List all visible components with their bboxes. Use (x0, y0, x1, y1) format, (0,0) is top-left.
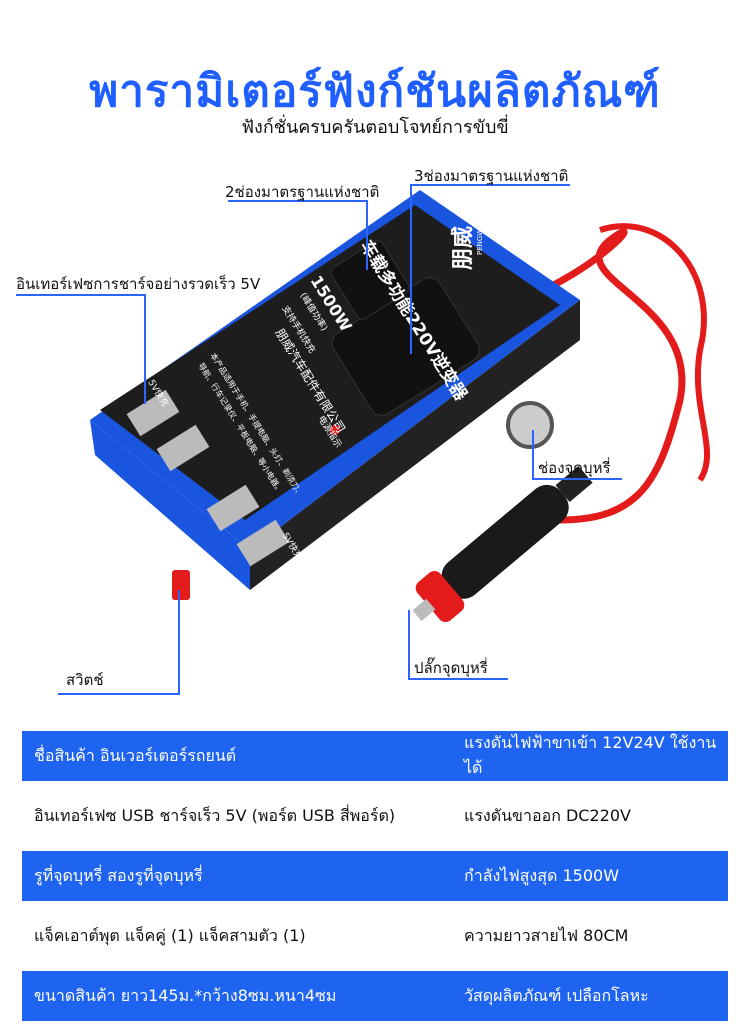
spec-row: ชื่อสินค้า อินเวอร์เตอร์รถยนต์ แรงดันไฟฟ… (22, 731, 728, 781)
callout-usb: อินเทอร์เฟซการชาร์จอย่างรวดเร็ว 5V (16, 275, 261, 293)
callout-switch: สวิตช์ (66, 671, 104, 689)
callout-line-switch (178, 590, 180, 695)
spec-right: แรงดันขาออก DC220V (464, 805, 631, 825)
spec-row: รูที่จุดบุหรี่ สองรูที่จุดบุหรี่ กำลังไฟ… (22, 851, 728, 901)
spec-row: แจ็คเอาต์พุต แจ็คคู่ (1) แจ็คสามตัว (1) … (22, 911, 728, 961)
callout-lighter-socket: ช่องจุดบุหรี่ (538, 459, 611, 477)
usb-port-2 (156, 424, 210, 472)
power-switch (172, 570, 190, 600)
spec-left: ชื่อสินค้า อินเวอร์เตอร์รถยนต์ (34, 745, 237, 765)
spec-right: วัสดุผลิตภัณฑ์ เปลือกโลหะ (464, 985, 649, 1005)
spec-left: แจ็คเอาต์พุต แจ็คคู่ (1) แจ็คสามตัว (1) (34, 925, 306, 945)
brand-en: PENGWEI (476, 222, 484, 255)
brand-cn: 朋威 (450, 226, 476, 270)
spec-left: ขนาดสินค้า ยาว145ม.*กว้าง8ซม.หนา4ซม (34, 985, 337, 1005)
power-indicator-led (330, 425, 340, 435)
usb-port-3 (206, 484, 260, 532)
callout-line-sockets2 (228, 200, 368, 202)
spec-table: ชื่อสินค้า อินเวอร์เตอร์รถยนต์ แรงดันไฟฟ… (22, 731, 728, 1031)
callout-lighter-plug: ปลั๊กจุดบุหรี่ (414, 659, 488, 677)
callout-line-lighter-plug (408, 610, 410, 680)
spec-row: ขนาดสินค้า ยาว145ม.*กว้าง8ซม.หนา4ซม วัสด… (22, 971, 728, 1021)
spec-right: ความยาวสายไฟ 80CM (464, 925, 629, 945)
callout-sockets3: 3ช่องมาตรฐานแห่งชาติ (414, 167, 569, 185)
inverter-illustration: 朋威 车载多功能220V逆变器 1500W (峰值功率) 支持手机快充 朋威汽车… (90, 190, 710, 622)
power-cable (516, 228, 686, 524)
spec-right: กำลังไฟสูงสุด 1500W (464, 865, 620, 885)
spec-right: แรงดันไฟฟ้าขาเข้า 12V24V ใช้งานได้ (464, 733, 717, 777)
ac-socket-2pin (330, 240, 410, 320)
lighter-plug (412, 465, 593, 622)
usb-port-4 (236, 519, 290, 567)
usb-port-1 (126, 389, 180, 437)
spec-left: อินเทอร์เฟซ USB ชาร์จเร็ว 5V (พอร์ต USB … (34, 805, 396, 825)
page-title: พารามิเตอร์ฟังก์ชันผลิตภัณฑ์ (89, 66, 661, 117)
callout-line-usb (16, 294, 146, 296)
spec-row: อินเทอร์เฟซ USB ชาร์จเร็ว 5V (พอร์ต USB … (22, 791, 728, 841)
spec-left: รูที่จุดบุหรี่ สองรูที่จุดบุหรี่ (34, 865, 203, 885)
callout-sockets2: 2ช่องมาตรฐานแห่งชาติ (225, 183, 380, 201)
lighter-socket (506, 401, 554, 449)
page-subtitle: ฟังก์ชั่นครบครันตอบโจทย์การขับขี่ (241, 117, 509, 138)
callout-line-lighter-socket (532, 430, 534, 480)
callout-line-sockets3 (410, 184, 412, 354)
